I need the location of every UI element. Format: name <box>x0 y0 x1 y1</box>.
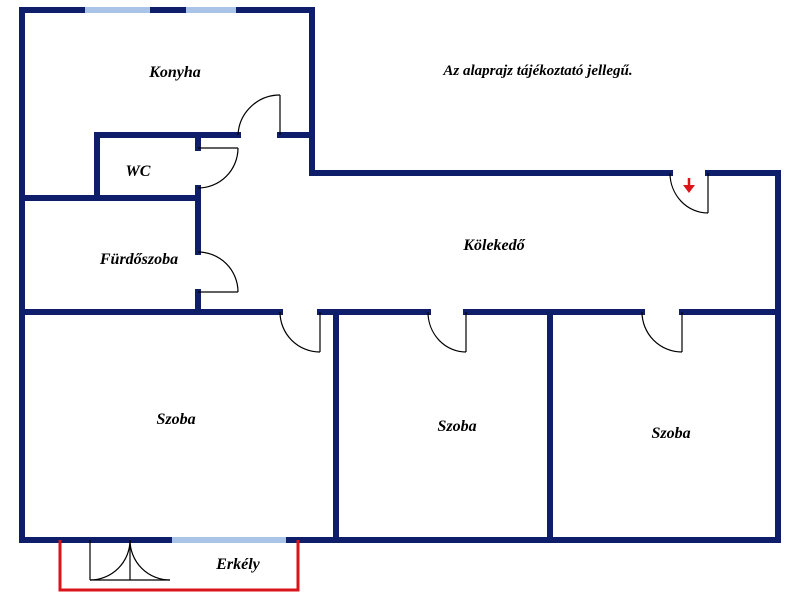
room-label-corridor: Kölekedő <box>462 237 525 254</box>
room-label-left: Szoba <box>156 411 195 428</box>
balcony-door <box>89 539 171 581</box>
doors <box>89 94 709 581</box>
room-label-bathroom: Fürdőszoba <box>99 251 178 268</box>
windows <box>85 7 286 543</box>
room-label-kitchen: Konyha <box>148 64 201 81</box>
bathroom-door <box>197 251 239 293</box>
middle-room-door <box>427 311 467 353</box>
room-label-wc: WC <box>126 163 151 180</box>
walls <box>19 7 781 543</box>
left-room-door <box>279 311 321 353</box>
floorplan-note: Az alaprajz tájékoztató jellegű. <box>442 63 632 79</box>
kitchen-door <box>237 94 281 136</box>
down-arrow-icon <box>683 178 695 193</box>
right-room-door <box>641 311 683 353</box>
room-label-balcony: Erkély <box>215 556 260 573</box>
room-label-middle: Szoba <box>437 418 476 435</box>
entrance-door <box>669 172 709 214</box>
wc-door <box>197 147 239 189</box>
balcony-outline <box>58 540 300 592</box>
room-label-right: Szoba <box>651 425 690 442</box>
